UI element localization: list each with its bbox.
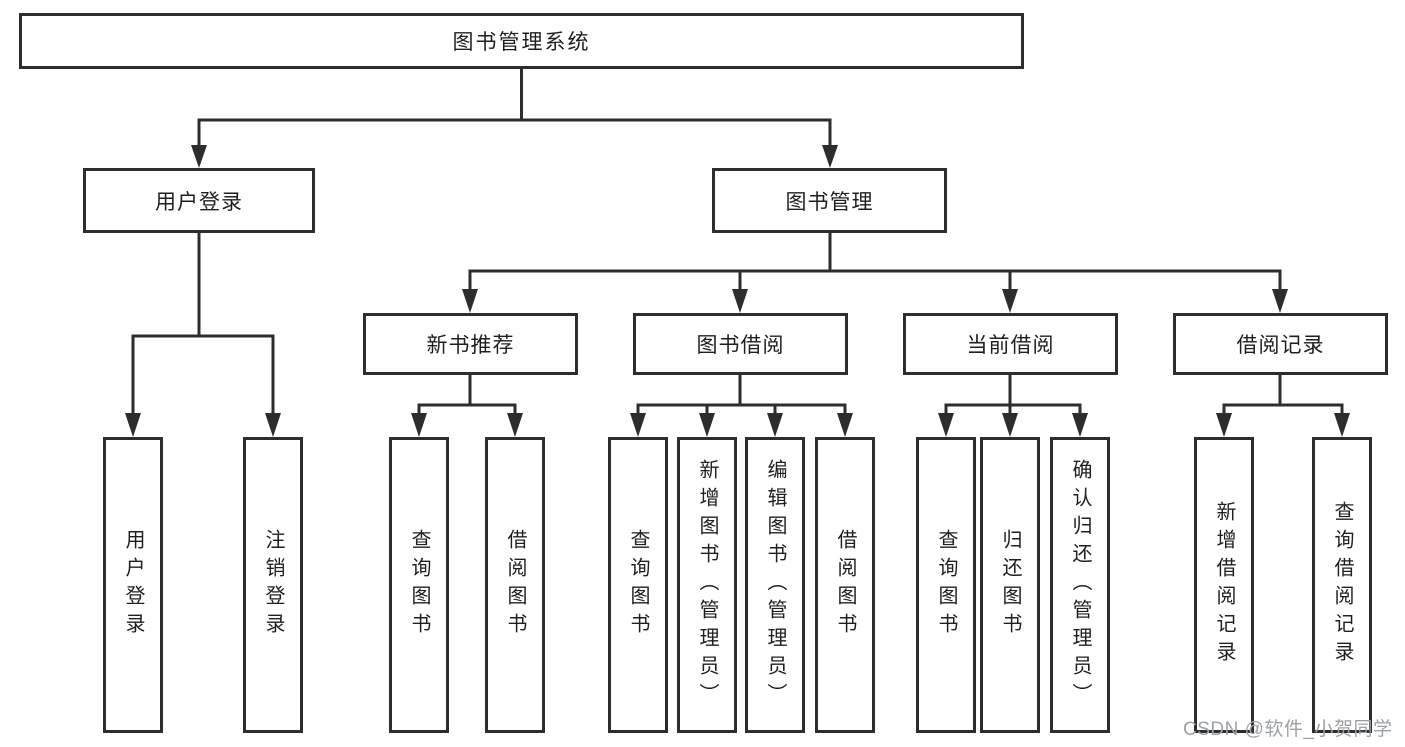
- connector-borrow-records-children: [1216, 375, 1350, 437]
- node-book-borrow: 图书借阅: [633, 313, 848, 375]
- node-add-book-admin: 新增图书（管理员）: [677, 437, 737, 733]
- node-logout-leaf: 注销登录: [243, 437, 303, 733]
- node-user-login: 用户登录: [83, 168, 315, 233]
- node-add-borrow-record: 新增借阅记录: [1194, 437, 1254, 733]
- connector-current-borrow-children: [938, 375, 1088, 437]
- node-root: 图书管理系统: [19, 13, 1024, 69]
- node-borrow-books-leaf: 借阅图书: [815, 437, 875, 733]
- node-confirm-return-admin: 确认归还（管理员）: [1050, 437, 1110, 733]
- node-user-login-leaf: 用户登录: [103, 437, 163, 733]
- connector-new-book-children: [411, 375, 523, 437]
- node-return-books: 归还图书: [980, 437, 1040, 733]
- node-edit-book-admin: 编辑图书（管理员）: [745, 437, 805, 733]
- connector-book-management-to-level3: [462, 232, 1288, 313]
- node-query-borrow-record: 查询借阅记录: [1312, 437, 1372, 733]
- connector-root-to-level2: [191, 69, 838, 168]
- node-new-book-recommend: 新书推荐: [363, 313, 578, 375]
- node-borrow-records: 借阅记录: [1173, 313, 1388, 375]
- connector-book-borrow-children: [630, 375, 853, 437]
- node-query-books-recommend: 查询图书: [389, 437, 449, 733]
- node-query-books-borrow: 查询图书: [608, 437, 668, 733]
- node-current-borrow: 当前借阅: [903, 313, 1118, 375]
- csdn-watermark: CSDN @软件_小贺同学: [1183, 719, 1393, 740]
- node-query-books-current: 查询图书: [916, 437, 976, 733]
- node-borrow-books-recommend: 借阅图书: [485, 437, 545, 733]
- node-book-management: 图书管理: [712, 168, 947, 233]
- connector-user-login-children: [125, 232, 281, 437]
